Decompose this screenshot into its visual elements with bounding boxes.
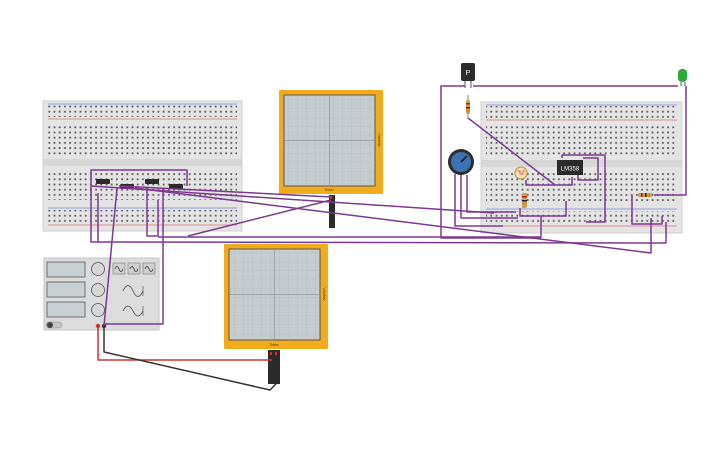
fg-display-offset <box>46 301 86 318</box>
wire-pot-3[interactable] <box>466 175 516 213</box>
wire-left-2[interactable] <box>90 180 99 243</box>
ic-chip-icon[interactable]: LM358 <box>557 160 583 175</box>
wire-resistor-to-chip[interactable] <box>467 117 556 186</box>
phototransistor-label: P <box>466 70 471 77</box>
resistor-horizontal-right[interactable] <box>638 193 652 197</box>
wire-red-fg-probe[interactable] <box>97 326 272 361</box>
triangle-wave-icon[interactable] <box>142 262 156 275</box>
fg-knob-amplitude[interactable] <box>91 283 105 297</box>
wire-left-to-fg[interactable] <box>104 188 164 325</box>
wire-black-fg-probe[interactable] <box>103 326 277 391</box>
oscilloscope-bottom-brand: Tinker <box>269 343 279 347</box>
wire-chip-loop-2[interactable] <box>577 157 599 181</box>
wire-pot-1[interactable] <box>454 174 503 227</box>
wire-pot-2[interactable] <box>460 175 518 219</box>
photoresistor-icon[interactable] <box>514 166 528 180</box>
fg-display-frequency <box>46 261 86 278</box>
wire-left-3[interactable] <box>146 188 159 237</box>
wire-ldr-chip[interactable] <box>525 177 573 186</box>
wires <box>90 85 687 391</box>
oscilloscope-bottom-probe[interactable] <box>268 350 280 384</box>
resistor-r4[interactable] <box>169 184 183 189</box>
sine-wave-icon[interactable] <box>112 262 126 275</box>
wire-cross-2[interactable] <box>134 187 652 254</box>
oscilloscope-top-brand: Tinker <box>324 188 334 192</box>
toggle-switch-icon[interactable] <box>45 321 63 329</box>
oscilloscope-bottom-side-label: Vdd/div <box>322 287 327 300</box>
resistor-vertical-top[interactable] <box>466 95 470 118</box>
square-wave-icon[interactable] <box>127 262 141 275</box>
fg-knob-offset[interactable] <box>91 303 105 317</box>
breadboard-left[interactable] <box>42 100 243 232</box>
ic-chip-label: LM358 <box>561 167 580 173</box>
oscilloscope-top-probe[interactable] <box>329 195 335 228</box>
resistor-vertical-mid[interactable] <box>522 193 527 208</box>
resistor-r3[interactable] <box>145 179 159 184</box>
waveform-preview-2 <box>122 305 144 317</box>
function-generator[interactable] <box>43 257 160 331</box>
wire-probe-top[interactable] <box>118 185 332 198</box>
oscilloscope-top-side-label: Vdd/div <box>377 133 382 146</box>
led-icon[interactable] <box>678 69 687 86</box>
potentiometer-knob-icon[interactable] <box>448 149 474 175</box>
wire-chip-loop-1[interactable] <box>561 154 606 223</box>
wire-right-resistor[interactable] <box>631 195 663 225</box>
wire-phototransistor-outer[interactable] <box>440 85 541 239</box>
wire-phototransistor-led[interactable] <box>473 85 687 196</box>
waveform-preview-1 <box>122 285 144 297</box>
oscilloscope-bottom[interactable]: Vdd/div Tinker <box>224 244 328 349</box>
fg-knob-frequency[interactable] <box>91 262 105 276</box>
oscilloscope-top[interactable]: Vdd/div Tinker <box>279 90 383 194</box>
wire-left-vertical[interactable] <box>103 187 118 327</box>
fg-display-amplitude <box>46 281 86 298</box>
wire-probe-top-2[interactable] <box>187 199 332 237</box>
wire-cross-4[interactable] <box>97 222 667 244</box>
phototransistor[interactable]: P <box>461 63 475 88</box>
wire-res-mid[interactable] <box>519 201 567 217</box>
wire-cross-3[interactable] <box>158 216 542 238</box>
wire-left-1[interactable] <box>90 169 188 186</box>
resistor-r1[interactable] <box>96 179 110 184</box>
